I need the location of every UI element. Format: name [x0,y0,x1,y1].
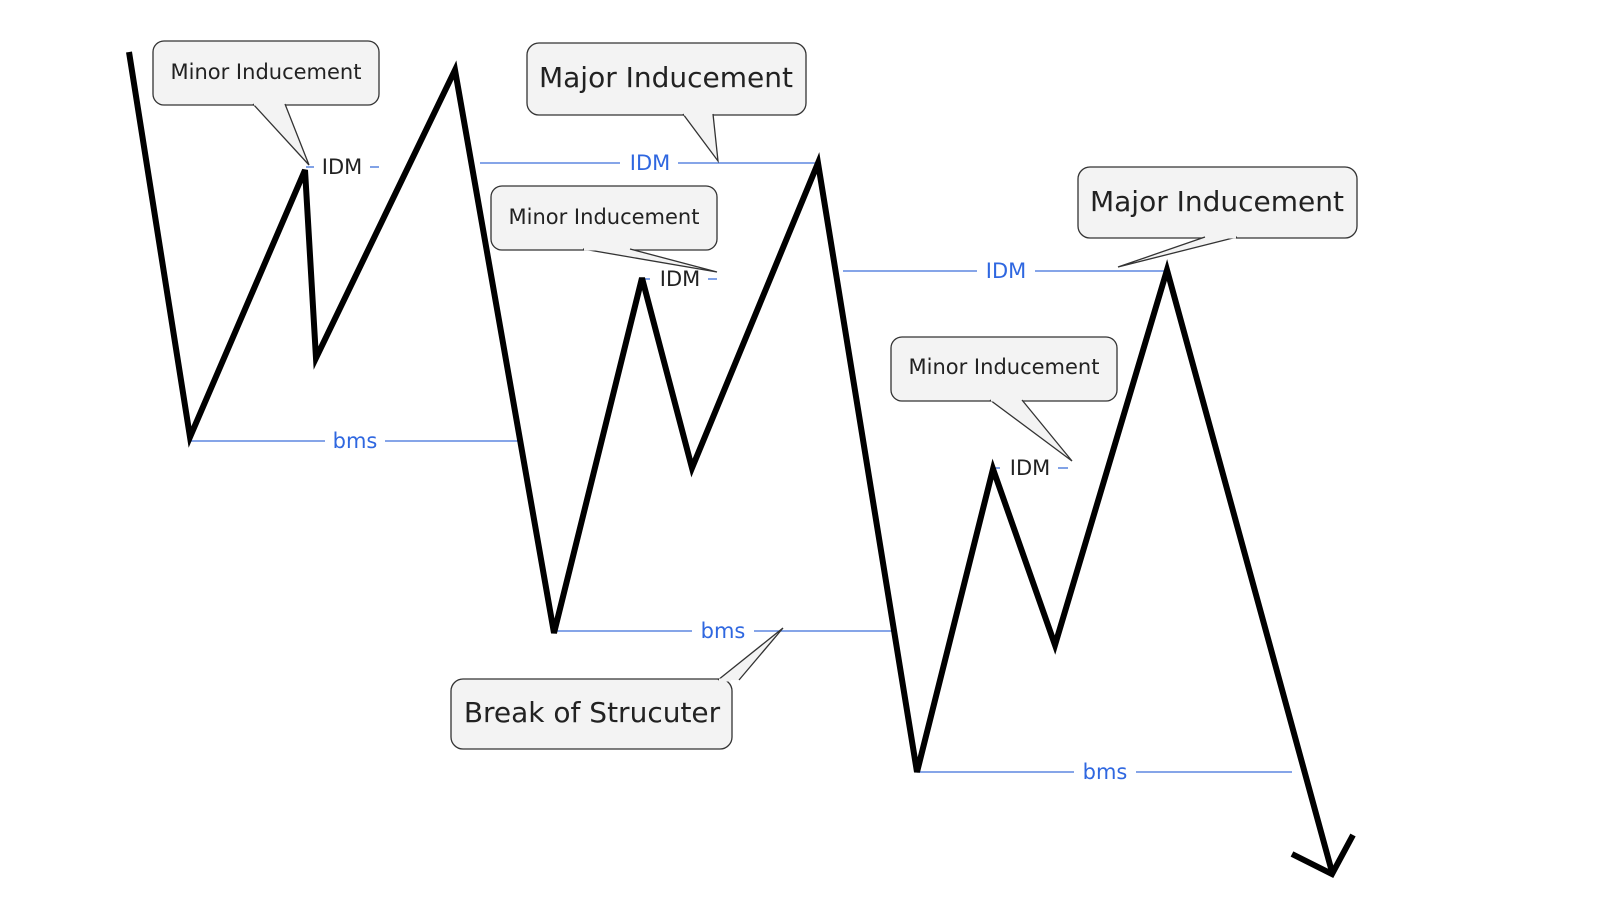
idm-label-major-2: IDM [986,259,1026,283]
callout-text: Major Inducement [1090,185,1344,218]
callout-text: Break of Strucuter [464,696,721,729]
idm-label-minor-2: IDM [660,267,700,291]
idm-label-minor-1: IDM [322,155,362,179]
callout-pointer [989,399,1073,462]
callout-minor-inducement-3: Minor Inducement [890,336,1118,462]
callouts: Minor Inducement Major Inducement Minor … [152,40,1358,750]
callout-pointer [582,248,718,273]
level-labels: IDM IDM IDM IDM IDM bms bms bms [322,151,1128,784]
callout-major-inducement-1: Major Inducement [526,42,807,164]
callout-major-inducement-2: Major Inducement [1077,166,1358,268]
bms-label-2: bms [701,619,746,643]
callout-minor-inducement-1: Minor Inducement [152,40,380,166]
arrow-down-icon [1290,833,1356,878]
callout-box [450,678,733,750]
bms-label-3: bms [1083,760,1128,784]
callout-pointer [1117,236,1238,268]
level-lines [190,162,1292,773]
idm-label-major-1: IDM [630,151,670,175]
callout-text: Minor Inducement [909,355,1100,379]
callout-text: Minor Inducement [171,60,362,84]
callout-minor-inducement-2: Minor Inducement [490,185,718,273]
bms-label-1: bms [333,429,378,453]
callout-pointer [682,113,719,164]
idm-label-minor-3: IDM [1010,456,1050,480]
callout-break-of-structure: Break of Strucuter [450,627,784,750]
callout-pointer [252,103,310,166]
callout-pointer [717,627,784,681]
callout-text: Minor Inducement [509,205,700,229]
callout-box [526,42,807,116]
price-path [126,51,1335,873]
callout-text: Major Inducement [539,61,793,94]
